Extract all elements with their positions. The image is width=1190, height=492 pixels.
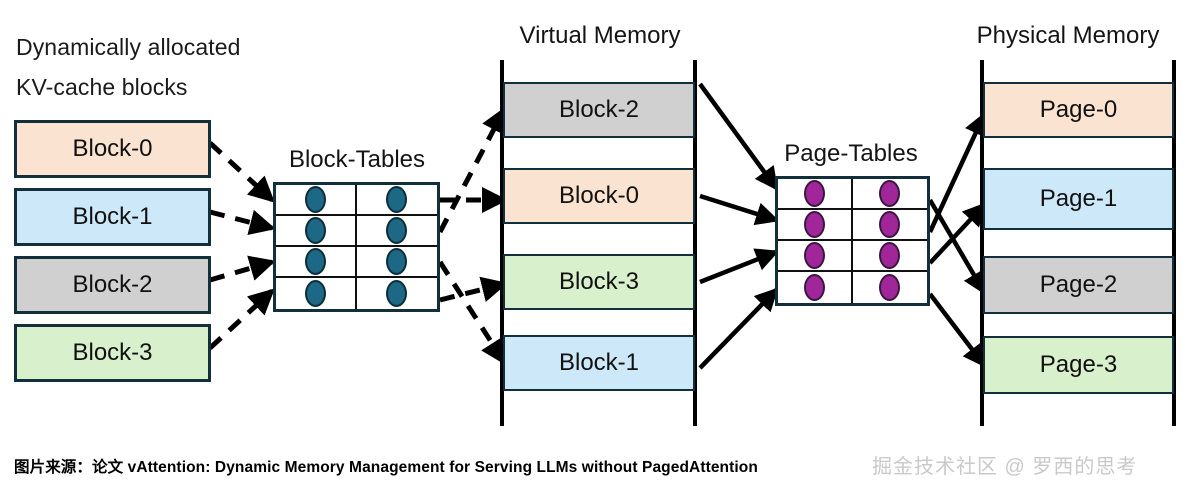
kv-cache-block-0[interactable]: Block-0	[14, 120, 211, 178]
virtual-memory-block-1-label: Block-1	[558, 349, 640, 376]
virtual-memory-block-2[interactable]: Block-2	[503, 82, 695, 138]
virtual-memory-right-rail	[693, 60, 697, 426]
kv-cache-block-1-label: Block-1	[72, 203, 153, 230]
page-table-entry-dot	[879, 180, 901, 207]
block-table-entry-dot	[304, 248, 326, 275]
block-table-entry-dot	[304, 217, 326, 244]
kv-cache-block-0-label: Block-0	[72, 135, 153, 162]
page-table-cell-r3c0[interactable]	[778, 272, 853, 303]
block-table-entry-dot	[386, 248, 408, 275]
block-table-cell-r0c1[interactable]	[356, 185, 437, 216]
virtual-memory-block-1[interactable]: Block-1	[503, 335, 695, 391]
virtual-memory-block-2-label: Block-2	[558, 96, 640, 123]
arrows-kvcache-to-blocktables	[208, 141, 276, 350]
kv-cache-title-line-2: KV-cache blocks	[16, 74, 188, 100]
block-table-entry-dot	[386, 217, 408, 244]
virtual-memory-left-rail	[500, 60, 504, 426]
page-table-cell-r2c0[interactable]	[778, 241, 853, 272]
arrows-pagetables-to-physicalmemory	[927, 111, 987, 368]
kv-cache-block-3-label: Block-3	[72, 339, 153, 366]
block-table-cell-r1c0[interactable]	[276, 216, 357, 247]
kv-cache-title-line-1: Dynamically allocated	[16, 34, 241, 60]
page-table-cell-r1c1[interactable]	[852, 210, 927, 241]
block-table-entry-dot	[386, 280, 408, 307]
page-table-entry-dot	[803, 274, 825, 301]
page-table-cell-r0c0[interactable]	[778, 179, 853, 210]
block-table-cell-r2c1[interactable]	[356, 247, 437, 278]
block-table-cell-r0c0[interactable]	[276, 185, 357, 216]
block-table-cell-r3c0[interactable]	[276, 278, 357, 309]
virtual-memory-block-0[interactable]: Block-0	[503, 168, 695, 224]
page-table-cell-r1c0[interactable]	[778, 210, 853, 241]
block-table-cell-r2c0[interactable]	[276, 247, 357, 278]
block-table-cell-r3c1[interactable]	[357, 278, 438, 309]
page-table-entry-dot	[879, 274, 901, 301]
arrows-blocktables-to-virtualmemory	[437, 106, 508, 366]
page-table-entry-dot	[803, 180, 825, 207]
kv-cache-block-2[interactable]: Block-2	[14, 256, 211, 314]
block-tables-grid[interactable]	[273, 182, 440, 312]
block-tables-title: Block-Tables	[288, 146, 426, 173]
page-table-entry-dot	[879, 242, 901, 269]
physical-memory-page-3-label: Page-3	[1039, 351, 1118, 378]
kv-cache-block-2-label: Block-2	[72, 271, 153, 298]
block-table-entry-dot	[304, 186, 326, 213]
block-table-entry-dot	[304, 280, 326, 307]
physical-memory-left-rail	[980, 60, 984, 426]
virtual-memory-title: Virtual Memory	[519, 22, 681, 49]
kv-cache-block-3[interactable]: Block-3	[14, 324, 211, 382]
virtual-memory-block-3[interactable]: Block-3	[503, 254, 695, 310]
page-table-cell-r0c1[interactable]	[852, 179, 927, 210]
virtual-memory-block-3-label: Block-3	[558, 268, 640, 295]
physical-memory-right-rail	[1172, 60, 1176, 426]
physical-memory-page-1[interactable]: Page-1	[983, 168, 1174, 230]
watermark: 掘金技术社区 @ 罗西的思考	[872, 456, 1138, 478]
physical-memory-page-0-label: Page-0	[1039, 96, 1118, 123]
page-table-cell-r2c1[interactable]	[852, 241, 927, 272]
physical-memory-page-0[interactable]: Page-0	[983, 82, 1174, 138]
arrows-virtualmemory-to-pagetables	[698, 82, 780, 370]
physical-memory-page-2[interactable]: Page-2	[983, 256, 1174, 314]
page-table-entry-dot	[879, 211, 901, 238]
page-table-cell-r3c1[interactable]	[853, 272, 928, 303]
physical-memory-page-2-label: Page-2	[1039, 271, 1118, 298]
page-tables-title: Page-Tables	[784, 140, 918, 167]
virtual-memory-block-0-label: Block-0	[558, 182, 640, 209]
block-table-cell-r1c1[interactable]	[356, 216, 437, 247]
source-caption: 图片来源：论文 vAttention: Dynamic Memory Manag…	[14, 459, 758, 476]
physical-memory-page-1-label: Page-1	[1039, 185, 1118, 212]
page-table-entry-dot	[803, 242, 825, 269]
page-tables-grid[interactable]	[775, 176, 930, 306]
block-table-entry-dot	[386, 186, 408, 213]
physical-memory-title: Physical Memory	[976, 22, 1160, 49]
kv-cache-block-1[interactable]: Block-1	[14, 188, 211, 246]
page-table-entry-dot	[803, 211, 825, 238]
physical-memory-page-3[interactable]: Page-3	[983, 336, 1174, 394]
